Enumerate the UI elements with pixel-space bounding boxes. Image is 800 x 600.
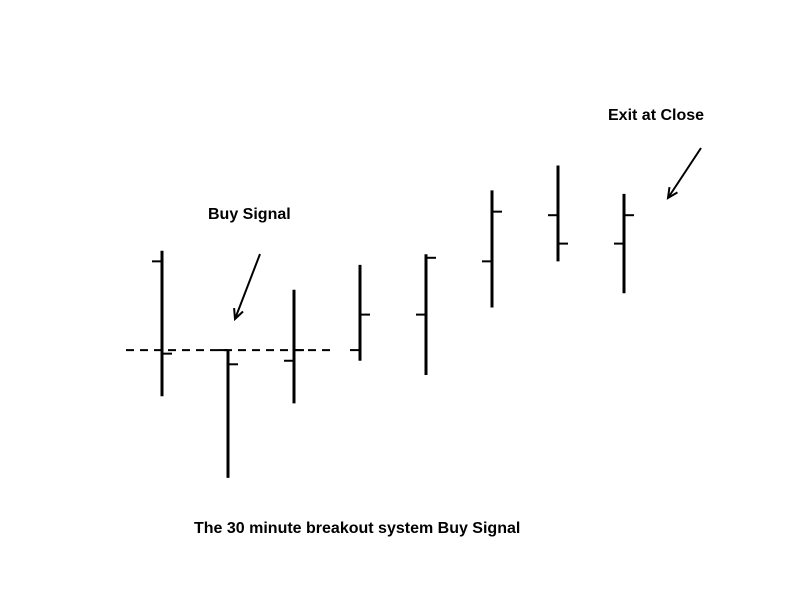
- ohlc-bar-2: [218, 349, 238, 478]
- annotation-arrows-layer: [233, 147, 702, 322]
- chart-caption: The 30 minute breakout system Buy Signal: [194, 520, 521, 537]
- ohlc-bar-6: [482, 190, 502, 308]
- ohlc-bar-5: [416, 254, 436, 375]
- annotation-buy-signal: Buy Signal: [208, 206, 291, 223]
- ohlc-bar-1: [152, 250, 172, 397]
- ohlc-bar-7: [548, 165, 568, 262]
- arrow-shaft: [234, 253, 261, 320]
- ohlc-bar-8: [614, 193, 634, 294]
- ohlc-bar-3: [284, 289, 304, 404]
- buy-signal-arrow: [233, 253, 261, 322]
- exit-at-close-arrow: [666, 147, 702, 200]
- ohlc-bars-layer: [152, 165, 634, 478]
- ohlc-bar-4: [350, 264, 370, 361]
- arrow-head: [233, 307, 244, 322]
- arrow-head: [666, 186, 678, 200]
- arrow-shaft: [667, 147, 702, 199]
- annotation-exit-at-close: Exit at Close: [608, 107, 705, 124]
